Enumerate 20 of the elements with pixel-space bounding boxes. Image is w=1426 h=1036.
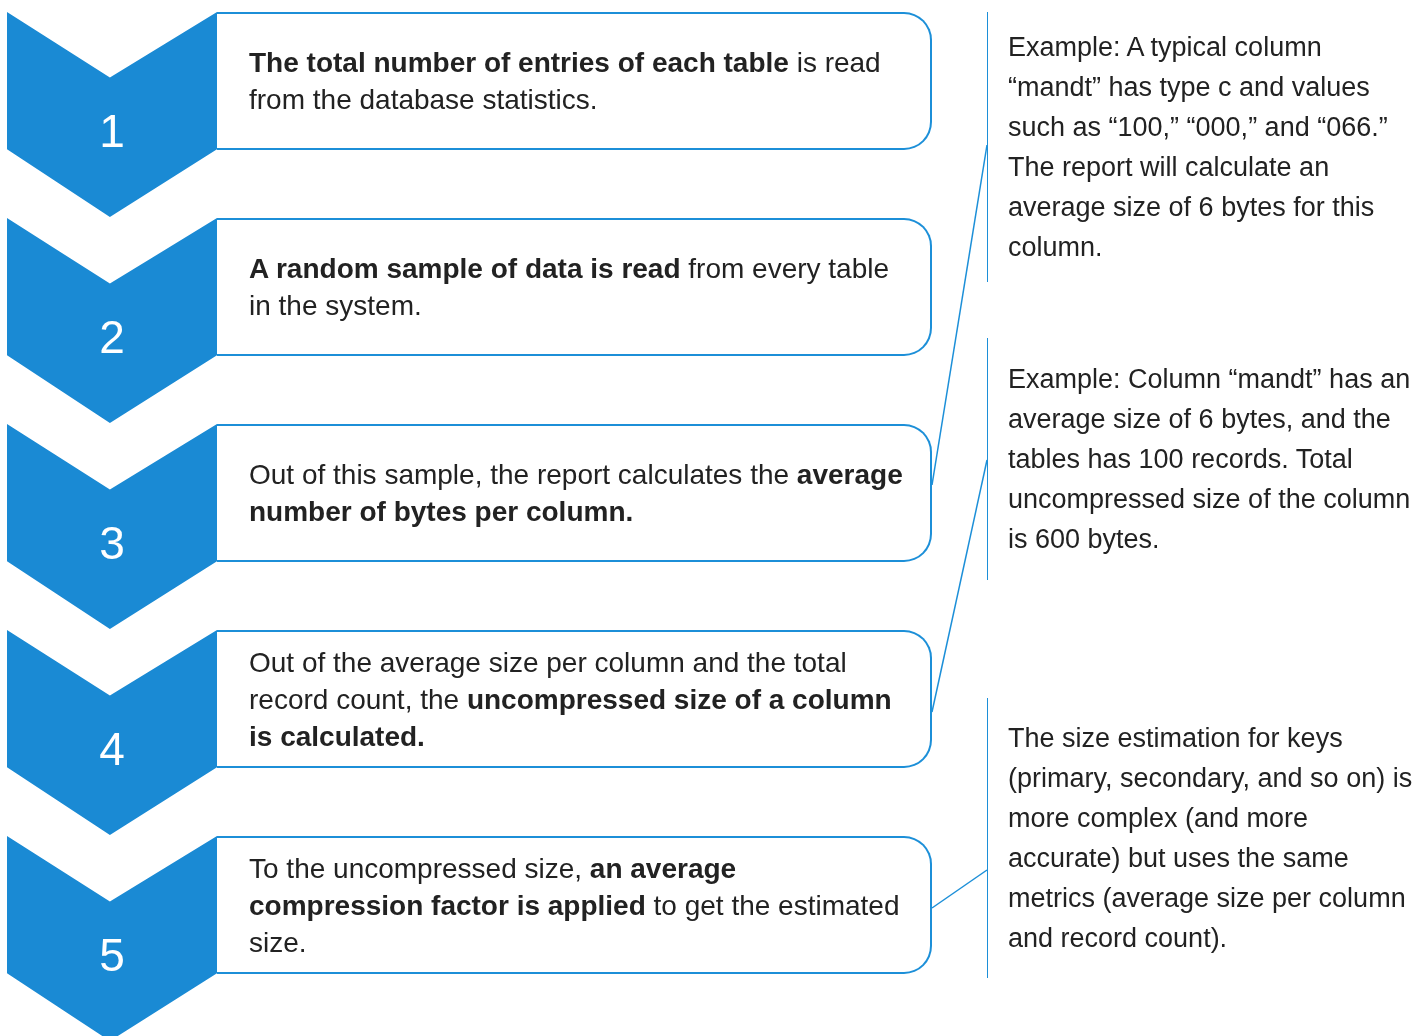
step-box (217, 218, 932, 356)
step-text: Out of this sample, the report calculates the average number of bytes per column. (249, 458, 904, 529)
step-box (217, 12, 932, 150)
step-box (217, 630, 932, 768)
step-number: 5 (98, 930, 126, 980)
step-number: 1 (98, 106, 126, 156)
note-text: Example: A typical column “mandt” has type c and values such as “100,” “000,” and “066.” The report will calculate an average size of 6 bytes for this column. (1008, 31, 1389, 264)
step-text: The total number of entries of each table is read from the database statistics. (249, 46, 882, 117)
note-text: The size estimation for keys (primary, secondary, and so on) is more complex (and more accurate) but uses the same metrics (average size per column and record count). (1008, 722, 1414, 955)
step-number: 2 (98, 312, 126, 362)
note-text: Example: Column “mandt” has an average size of 6 bytes, and the tables has 100 records. Total uncompressed size of the column is 600 bytes. (1008, 363, 1412, 556)
step-number: 4 (98, 724, 126, 774)
step-box (217, 424, 932, 562)
leader-line (931, 869, 988, 909)
chevron-step-marker (7, 836, 217, 1036)
step-box (217, 836, 932, 974)
step-text: To the uncompressed size, an average compression factor is applied to get the estimated size. (249, 851, 901, 960)
step-text: A random sample of data is read from every table in the system. (249, 252, 891, 323)
step-text: Out of the average size per column and the total record count, the uncompressed size of a column is calculated. (249, 645, 893, 754)
step-number: 3 (98, 518, 126, 568)
